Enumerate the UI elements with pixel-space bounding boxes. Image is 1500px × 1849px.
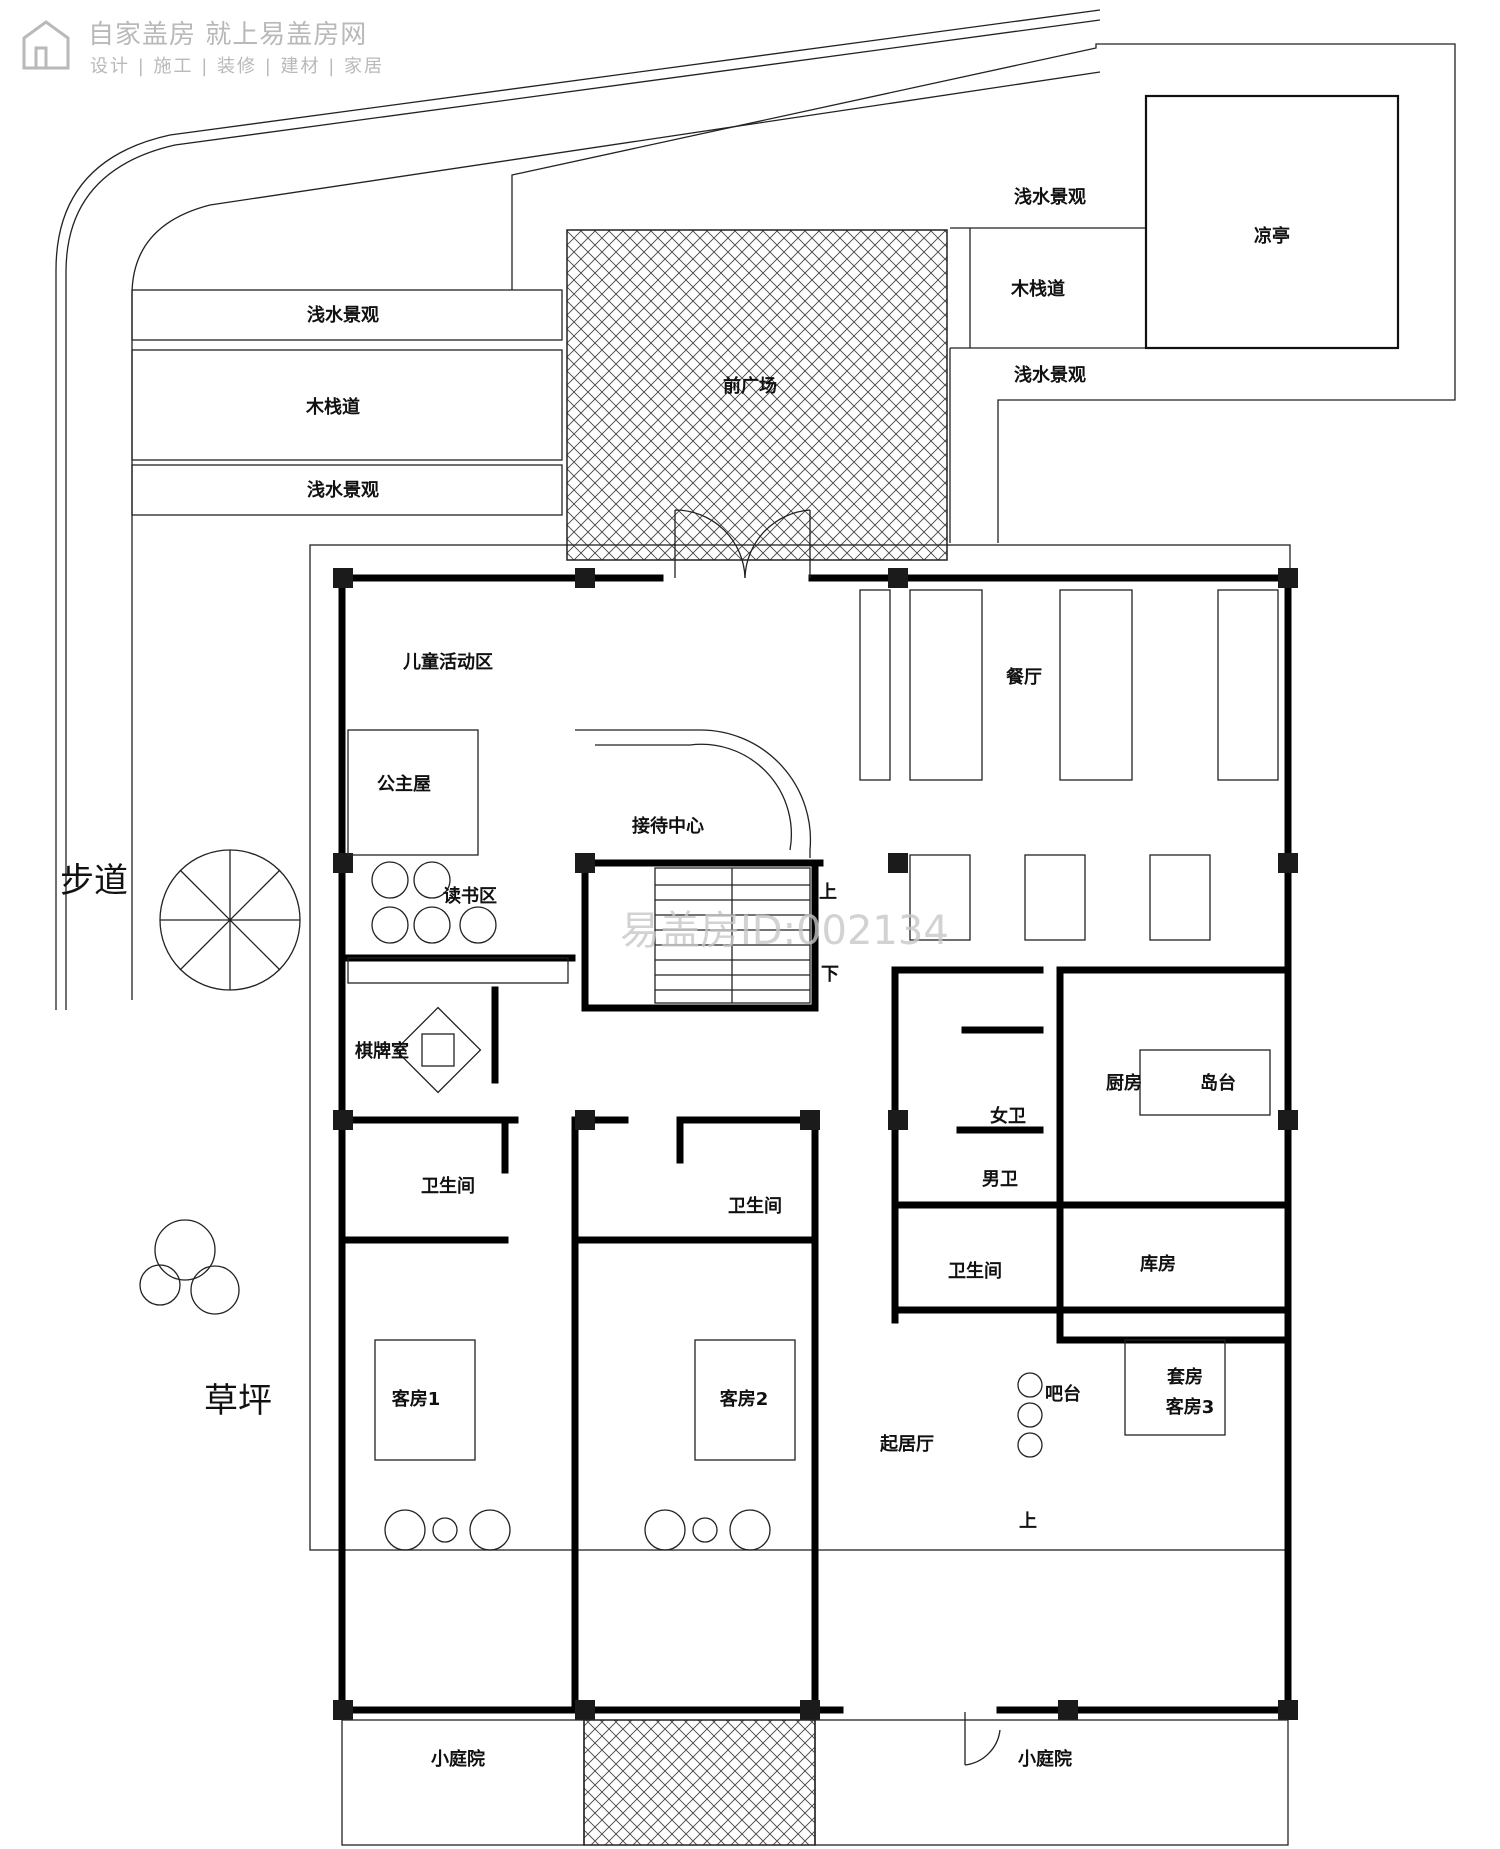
label-bath-3: 卫生间	[948, 1260, 1002, 1282]
label-men-wc: 男卫	[982, 1169, 1018, 1190]
label-shallow-water-top: 浅水景观	[1014, 186, 1086, 208]
brand-title: 自家盖房 就上易盖房网	[88, 20, 368, 50]
label-yard-1: 小庭院	[431, 1748, 485, 1770]
beds	[374, 1339, 1226, 1461]
road-edge	[55, 9, 1101, 1010]
label-dining: 餐厅	[1005, 666, 1042, 688]
label-kitchen: 厨房	[1106, 1072, 1142, 1094]
label-women-wc: 女卫	[990, 1105, 1026, 1127]
label-guest-3: 客房3	[1166, 1396, 1215, 1418]
label-reading: 读书区	[443, 885, 497, 907]
label-princess-room: 公主屋	[377, 773, 431, 795]
house-logo-icon	[22, 20, 70, 70]
label-suite: 套房	[1167, 1366, 1203, 1388]
reception-desk	[575, 729, 812, 858]
label-kids-area: 儿童活动区	[402, 651, 493, 673]
dining-tables	[859, 589, 1279, 941]
label-bath-2: 卫生间	[728, 1195, 782, 1217]
building-boundary	[309, 544, 1291, 1551]
building-walls	[338, 574, 1292, 1714]
label-reception: 接待中心	[632, 815, 704, 837]
landscape-left	[131, 289, 563, 516]
label-boardwalk-1: 木栈道	[305, 396, 360, 418]
label-shallow-water-3: 浅水景观	[1014, 364, 1086, 386]
staircase	[654, 867, 811, 1004]
label-sidewalk: 步道	[60, 861, 128, 901]
kids-furniture	[347, 729, 569, 984]
front-plaza	[566, 229, 948, 561]
label-lawn: 草坪	[204, 1381, 272, 1421]
label-living: 起居厅	[879, 1433, 934, 1455]
front-doors	[674, 509, 1001, 1766]
label-stair-down: 下	[821, 964, 839, 985]
mahjong-table	[394, 1006, 482, 1094]
label-stair-up: 上	[819, 882, 837, 903]
kitchen-island	[1139, 1049, 1271, 1116]
landscape-right	[511, 43, 1456, 543]
label-boardwalk-2: 木栈道	[1010, 278, 1065, 300]
tree-small	[139, 1219, 240, 1315]
label-shallow-water-2: 浅水景观	[307, 479, 379, 501]
label-shallow-water-1: 浅水景观	[307, 304, 379, 326]
tree-large	[159, 849, 301, 991]
label-guest-1: 客房1	[392, 1388, 441, 1410]
room-labels: 浅水景观 木栈道 浅水景观 浅水景观 木栈道 浅水景观 凉亭 前广场 儿童活动区…	[60, 186, 1290, 1770]
bar-stools	[1017, 1372, 1043, 1458]
armchairs	[384, 1509, 771, 1551]
courtyards	[341, 1719, 1289, 1846]
label-bath-1: 卫生间	[421, 1175, 475, 1197]
label-storage: 库房	[1140, 1253, 1176, 1275]
label-island: 岛台	[1200, 1072, 1236, 1094]
label-bar: 吧台	[1045, 1383, 1081, 1405]
label-yard-2: 小庭院	[1018, 1748, 1072, 1770]
watermark: 易盖房ID:002134	[620, 908, 949, 954]
brand-header: 自家盖房 就上易盖房网 设计 | 施工 | 装修 | 建材 | 家居	[4, 6, 424, 77]
label-pavilion: 凉亭	[1254, 225, 1290, 247]
structural-columns	[333, 568, 1298, 1720]
label-front-plaza: 前广场	[723, 375, 777, 397]
label-guest-2: 客房2	[720, 1388, 769, 1410]
brand-subtitle: 设计 | 施工 | 装修 | 建材 | 家居	[90, 56, 385, 77]
label-entry-up: 上	[1019, 1511, 1037, 1532]
label-mahjong: 棋牌室	[355, 1040, 409, 1062]
